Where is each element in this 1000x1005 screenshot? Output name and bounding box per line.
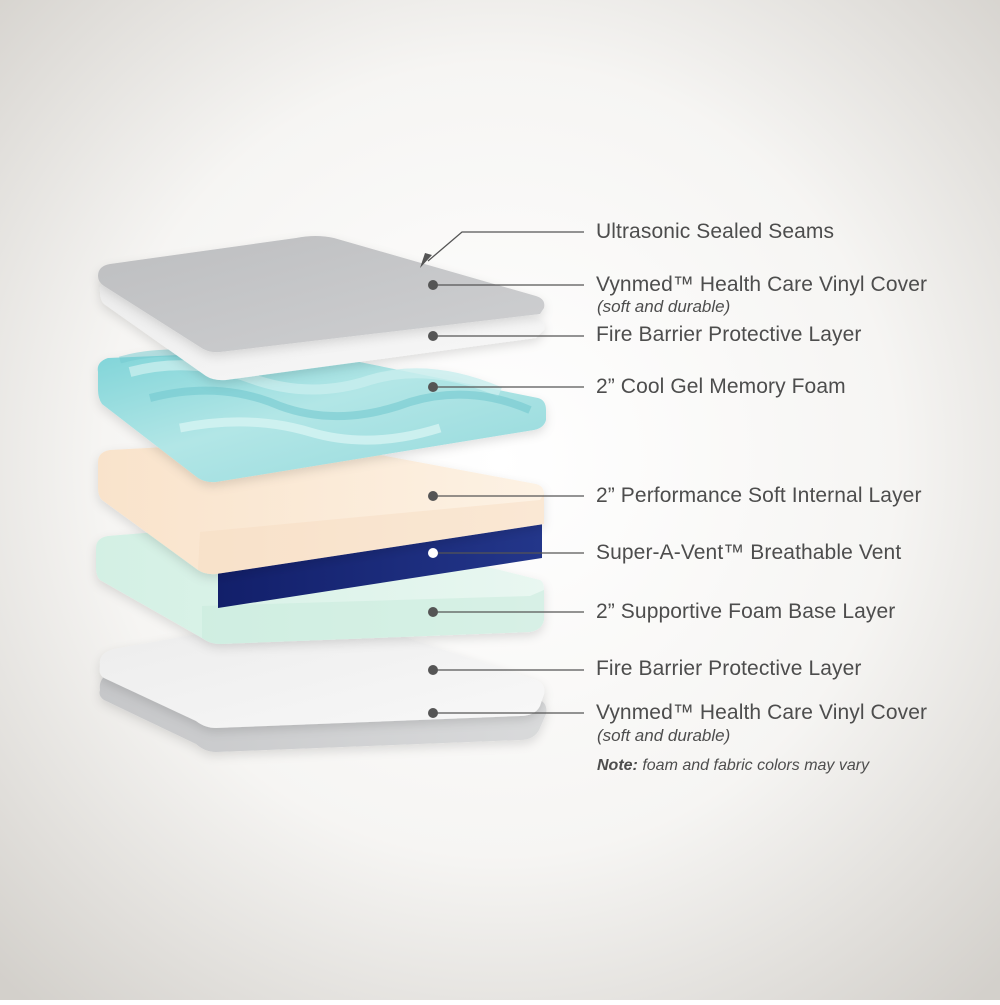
leader-lines [427, 231, 584, 714]
dot-soft-layer [428, 491, 438, 501]
dot-bottom-fire-barrier [428, 665, 438, 675]
breathable-vent-layer [218, 524, 542, 608]
sublabel-top-vinyl-cover: (soft and durable) [597, 297, 731, 316]
seams-arrowhead-icon [420, 253, 432, 268]
dot-gel-foam [428, 382, 438, 392]
dot-base-layer [428, 607, 438, 617]
note-text: foam and fabric colors may vary [637, 757, 870, 774]
label-bottom-vinyl-cover: Vynmed™ Health Care Vinyl Cover [596, 701, 928, 724]
top-vinyl-cover-layer [98, 236, 545, 353]
dot-vent [428, 548, 438, 558]
dot-top-vinyl [428, 280, 438, 290]
label-soft-internal-layer: 2” Performance Soft Internal Layer [596, 484, 922, 507]
dot-bottom-vinyl [428, 708, 438, 718]
label-bottom-fire-barrier: Fire Barrier Protective Layer [596, 657, 862, 680]
label-breathable-vent: Super-A-Vent™ Breathable Vent [596, 541, 902, 564]
label-top-fire-barrier: Fire Barrier Protective Layer [596, 323, 862, 346]
label-top-vinyl-cover: Vynmed™ Health Care Vinyl Cover [596, 273, 928, 296]
color-note: Note: foam and fabric colors may vary [597, 756, 869, 776]
sublabel-bottom-vinyl-cover: (soft and durable) [597, 726, 731, 745]
label-base-foam-layer: 2” Supportive Foam Base Layer [596, 600, 896, 623]
label-gel-memory-foam: 2” Cool Gel Memory Foam [596, 375, 846, 398]
leader-seams [427, 231, 584, 262]
note-prefix: Note: [597, 757, 638, 774]
label-ultrasonic-seams: Ultrasonic Sealed Seams [596, 220, 835, 243]
dot-top-fire-barrier [428, 331, 438, 341]
callout-dots [428, 280, 438, 718]
